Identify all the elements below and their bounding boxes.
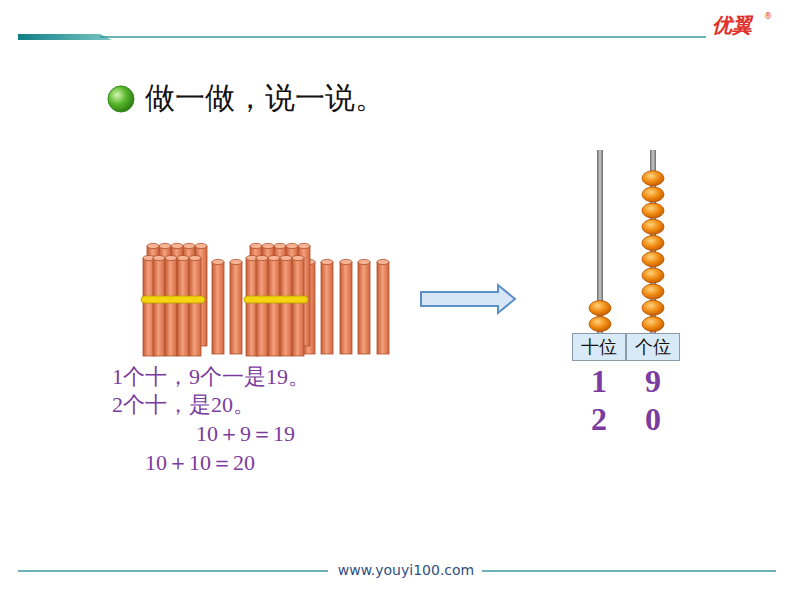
stick-bundle (244, 243, 310, 356)
footer-url: www.youyi100.com (333, 562, 479, 578)
stick-end (189, 255, 201, 260)
place-label: 个位 (635, 335, 671, 359)
equation: 10＋9＝19 (196, 421, 295, 446)
brand-mark: ® (764, 12, 772, 21)
digit: 2 (572, 401, 626, 438)
abacus-bead (589, 301, 611, 316)
stick-end (177, 255, 189, 260)
rubber-band (141, 296, 205, 303)
sentence: 1个十，9个一是19。 (112, 364, 310, 389)
stick (358, 262, 370, 354)
abacus-bead (642, 219, 664, 234)
header-line (100, 36, 706, 38)
stick-end (159, 243, 171, 248)
abacus-bead (642, 203, 664, 218)
abacus-bead (642, 268, 664, 283)
stick-end (298, 243, 310, 248)
header-bar (18, 34, 112, 40)
counting-sticks (141, 243, 389, 356)
stick (268, 258, 280, 356)
abacus-bead (642, 284, 664, 299)
tens-cell: 十位 (572, 333, 626, 361)
stick-end (230, 259, 242, 264)
ones-cell: 个位 (626, 333, 680, 361)
footer-line (18, 570, 328, 572)
brand-logo: 优翼 (712, 14, 752, 37)
stick (292, 258, 304, 356)
stick-end (153, 255, 165, 260)
stick (321, 262, 333, 354)
stick-end (212, 259, 224, 264)
stick (165, 258, 177, 356)
stick-end (280, 255, 292, 260)
stick-end (250, 243, 262, 248)
abacus-beads (589, 171, 664, 332)
stick-end (171, 243, 183, 248)
stick-end (358, 259, 370, 264)
stick-end (195, 243, 207, 248)
stick-end (321, 259, 333, 264)
block-arrow (421, 285, 515, 313)
stick-end (165, 255, 177, 260)
stick (230, 262, 242, 354)
stick-end (274, 243, 286, 248)
digit: 9 (626, 363, 680, 400)
stick (256, 258, 268, 356)
stick (212, 262, 224, 354)
stick-end (377, 259, 389, 264)
stick (177, 258, 189, 356)
place-label: 十位 (581, 335, 617, 359)
abacus-bead (642, 252, 664, 267)
stick-end (183, 243, 195, 248)
slide-title: 做一做，说一说。 (145, 78, 385, 119)
bullet-dot (108, 86, 134, 112)
stick-end (340, 259, 352, 264)
abacus-bead (642, 317, 664, 332)
stick (280, 258, 292, 356)
rubber-band (244, 296, 308, 303)
digit: 0 (626, 401, 680, 438)
footer-line (482, 570, 776, 572)
abacus-bead (642, 171, 664, 186)
stick-end (256, 255, 268, 260)
abacus-bead (589, 317, 611, 332)
stick (153, 258, 165, 356)
stick-end (286, 243, 298, 248)
stick-end (292, 255, 304, 260)
stick-end (268, 255, 280, 260)
stick (377, 262, 389, 354)
sentence: 2个十，是20。 (112, 392, 255, 417)
stick-end (262, 243, 274, 248)
abacus-bead (642, 187, 664, 202)
stick-end (147, 243, 159, 248)
stick-bundle (141, 243, 207, 356)
equation: 10＋10＝20 (145, 450, 255, 475)
abacus-bead (642, 300, 664, 315)
stick (340, 262, 352, 354)
abacus-bead (642, 236, 664, 251)
digit: 1 (572, 363, 626, 400)
stick (189, 258, 201, 356)
